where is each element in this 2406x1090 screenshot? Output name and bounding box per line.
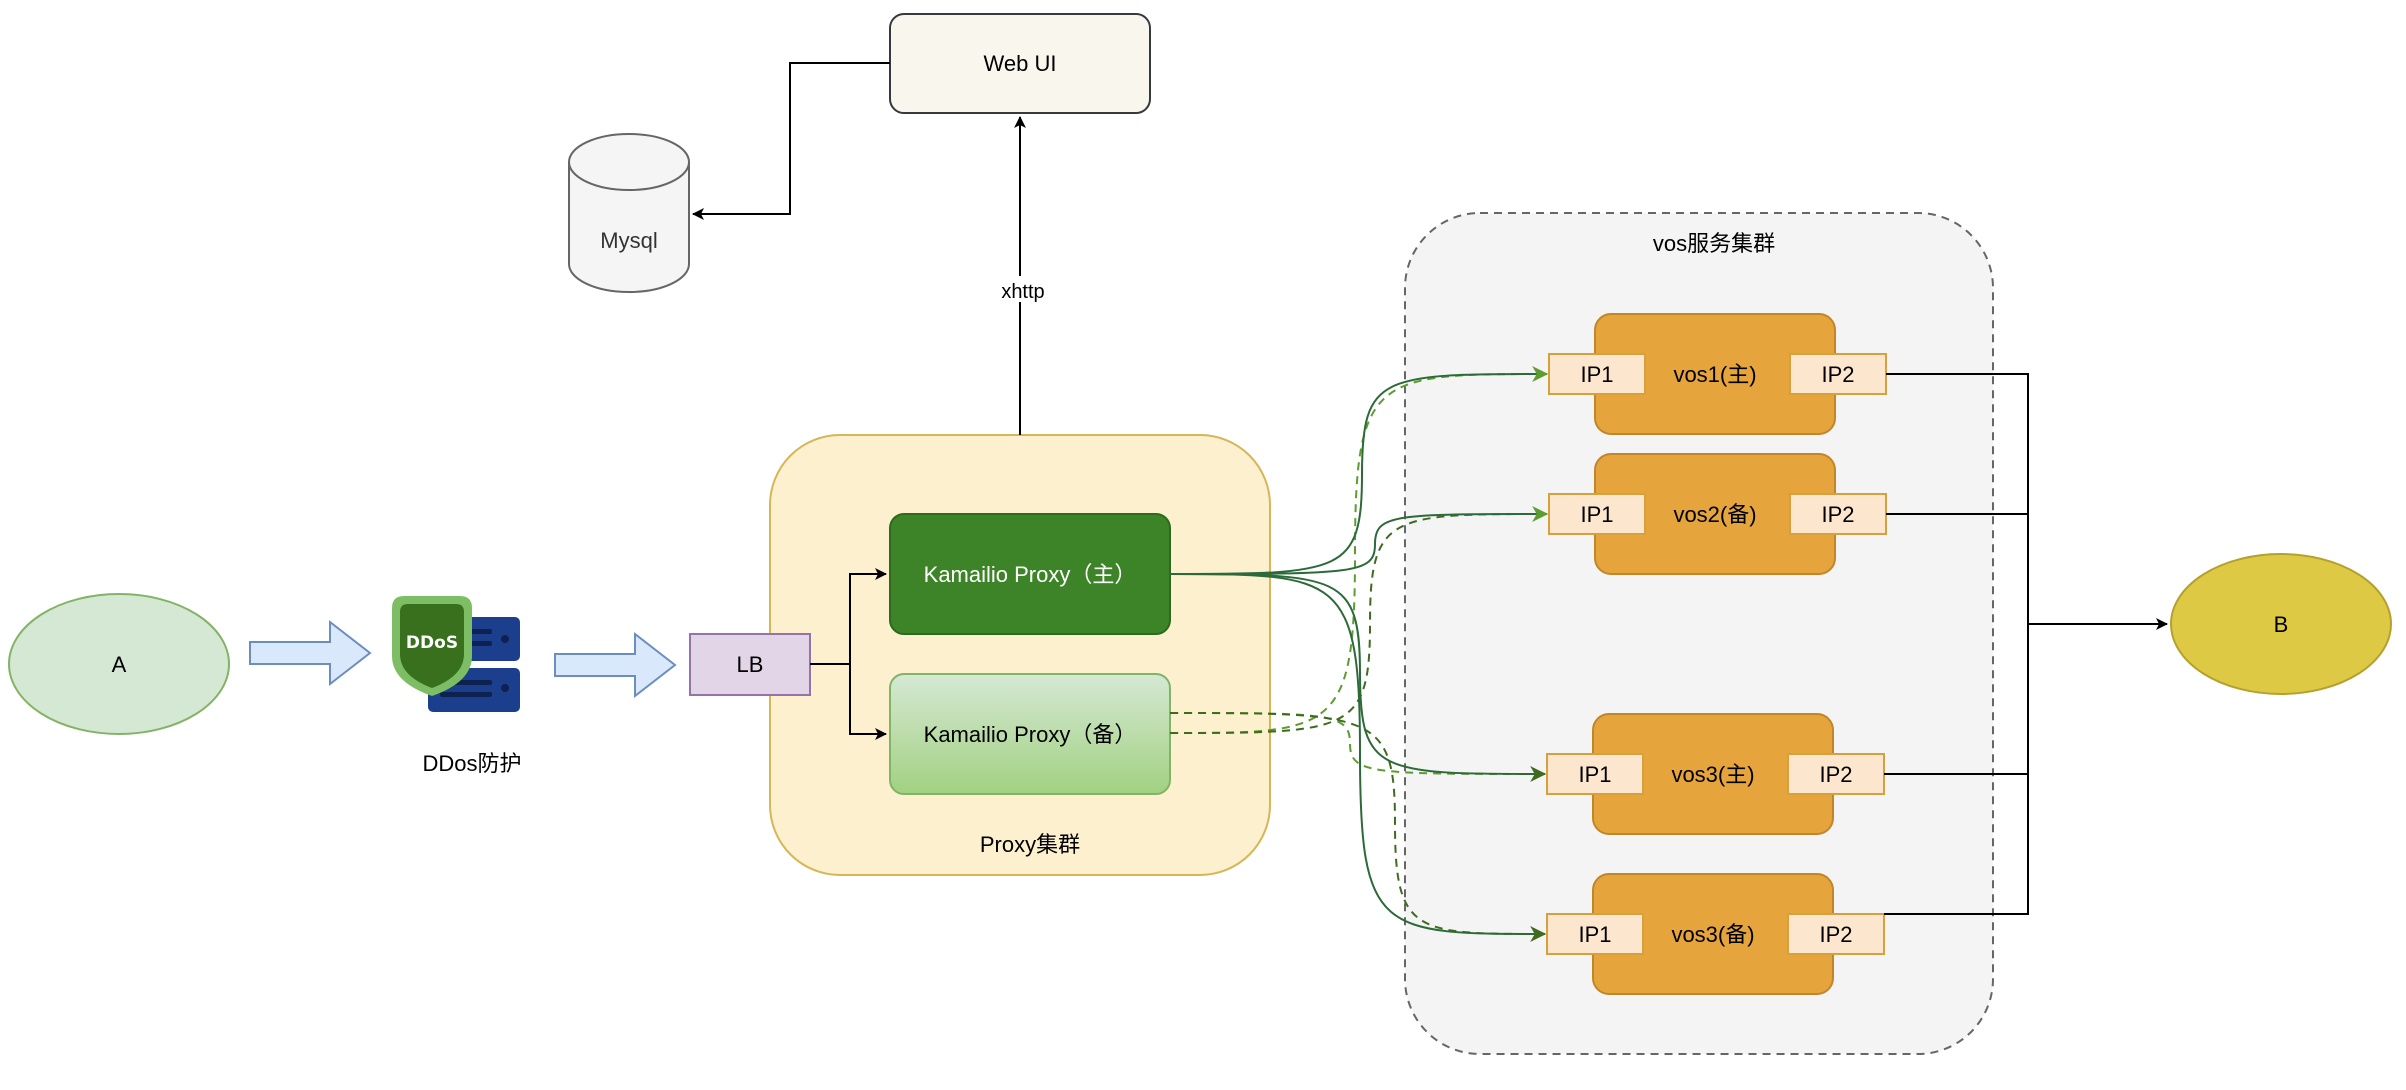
vos-ip-in-label: IP1 [1578,762,1611,787]
vos-cluster: vos服务集群 [1404,212,1994,1055]
node-a-label: A [112,652,127,677]
proxy-to-vos-links [1169,366,1549,942]
ddos-node[interactable]: DDoS DDos防护 [392,596,522,776]
vos-node-1[interactable]: IP1 IP2 vos1(主) [1548,313,1887,435]
vos-ip-out-port[interactable] [1789,493,1887,535]
proxy-cluster-label: Proxy集群 [980,832,1080,857]
kamailio-backup-to-vos-4-edge [1169,712,1546,935]
vos-ip-out-label: IP2 [1821,502,1854,527]
kamailio-backup-to-vos-1-edge [1169,373,1548,734]
web-ui-node[interactable]: Web UI [889,13,1151,114]
node-b[interactable]: B [2170,553,2392,695]
proxy-cluster: Proxy集群 [769,434,1271,876]
kamailio-primary-label: Kamailio Proxy（主） [924,562,1137,587]
mysql-node[interactable]: Mysql [568,133,690,293]
vos-node-2[interactable]: IP1 IP2 vos2(备) [1548,453,1887,575]
vos-ip-in-label: IP1 [1580,362,1613,387]
mysql-label: Mysql [600,228,657,253]
database-icon [568,133,690,191]
webui-to-mysql-edge [692,62,890,220]
vos-ip-in-port[interactable] [1546,753,1644,795]
ddos-label: DDos防护 [422,751,521,776]
vos-ip-out-label: IP2 [1819,762,1852,787]
vos-to-b-bus [1884,373,2168,915]
ddos-icon-text: DDoS [406,633,458,653]
bus-outer-edge [1884,373,2029,915]
vos-ip-out-label: IP2 [1819,922,1852,947]
vos-label: vos3(备) [1671,922,1754,947]
vos-ip-in-port[interactable] [1548,493,1646,535]
vos-label: vos3(主) [1671,762,1754,787]
node-a[interactable]: A [8,593,230,735]
kamailio-primary-to-vos-3-edge [1169,573,1547,782]
kamailio-primary-to-vos-2-edge [1169,506,1549,575]
vos-ip-out-port[interactable] [1789,353,1887,395]
vos-ip-in-label: IP1 [1580,502,1613,527]
vos-ip-in-port[interactable] [1548,353,1646,395]
vos-cluster-label: vos服务集群 [1653,231,1775,256]
vos-ip-in-port[interactable] [1546,913,1644,955]
vos-label: vos2(备) [1673,502,1756,527]
kamailio-primary-to-vos-4-edge [1169,573,1547,942]
lb-label: LB [737,652,764,677]
kamailio-primary-node[interactable]: Kamailio Proxy（主） [889,513,1171,635]
vos-node-3[interactable]: IP1 IP2 vos3(主) [1546,713,1885,835]
ddos-shield-server-icon: DDoS [392,596,520,712]
kamailio-backup-node[interactable]: Kamailio Proxy（备） [889,673,1171,795]
kamailio-backup-label: Kamailio Proxy（备） [924,722,1137,747]
vos-node-4[interactable]: IP1 IP2 vos3(备) [1546,873,1885,995]
vos-ip-out-port[interactable] [1787,913,1885,955]
kamailio-primary-to-vos-1-edge [1169,366,1549,575]
vos-label: vos1(主) [1673,362,1756,387]
vos-ip-in-label: IP1 [1578,922,1611,947]
web-ui-label: Web UI [984,51,1057,76]
vos-ip-out-label: IP2 [1821,362,1854,387]
lb-to-kamailio-primary-edge [810,568,887,665]
lb-node[interactable]: LB [689,633,811,696]
node-b-label: B [2274,612,2289,637]
xhttp-label-bg [994,276,1046,302]
block-arrow-a-to-ddos [249,619,372,687]
lb-to-kamailio-backup-edge [849,664,887,740]
vos-ip-out-port[interactable] [1787,753,1885,795]
block-arrow-ddos-to-lb [554,631,677,699]
xhttp-label: xhttp [1001,281,1044,303]
